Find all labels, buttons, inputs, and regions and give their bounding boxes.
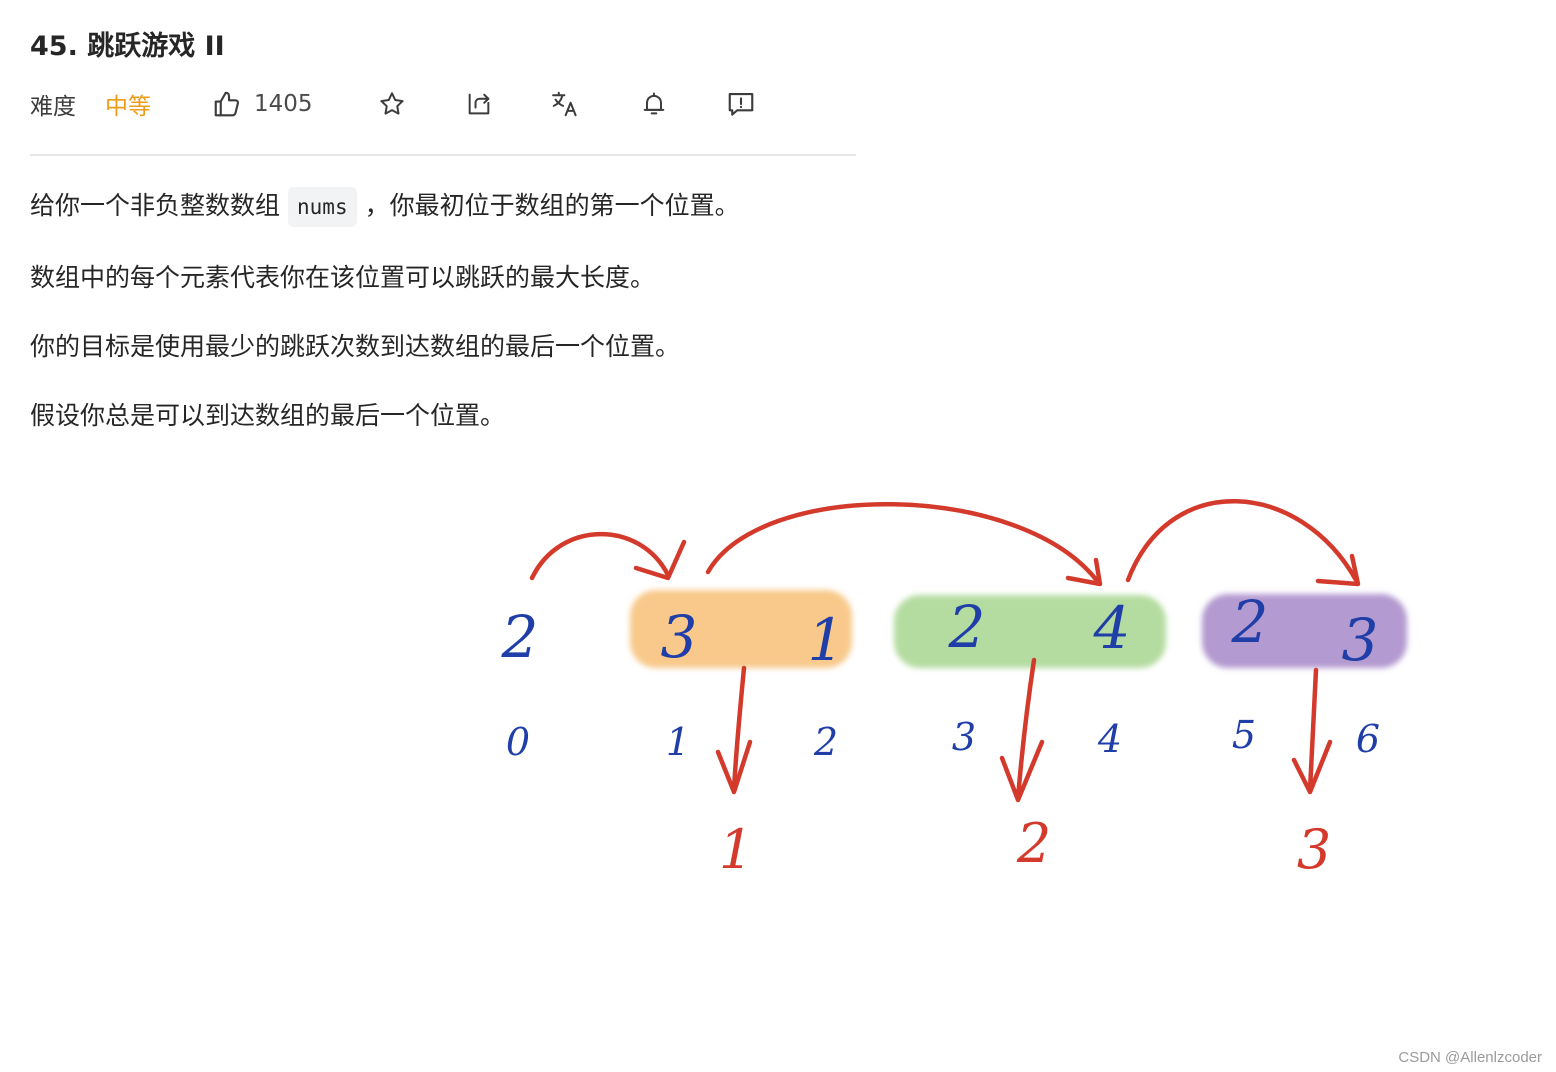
like-button[interactable]: 1405 [212, 84, 313, 124]
description-text: 给你一个非负整数数组 [30, 191, 281, 220]
step-arrow-head [1291, 739, 1333, 795]
step-arrow-2 [1015, 657, 1037, 801]
array-value: 2 [948, 593, 986, 661]
step-arrow-1 [731, 665, 747, 793]
jump-arrow-head [1065, 557, 1103, 587]
array-value: 2 [1231, 588, 1269, 656]
group-highlight-jump-3 [1202, 594, 1407, 668]
jump-arrow-4-to-6 [1125, 499, 1359, 583]
inline-code-nums: nums [288, 187, 357, 227]
array-value: 3 [661, 603, 698, 671]
step-count: 3 [1297, 818, 1331, 881]
star-icon[interactable] [378, 84, 406, 124]
step-count: 1 [719, 818, 753, 881]
bell-icon[interactable] [640, 84, 668, 124]
array-value: 1 [808, 606, 845, 674]
difficulty-badge: 中等 [105, 94, 151, 120]
group-highlight-jump-2 [894, 595, 1166, 668]
step-arrow-3 [1307, 667, 1319, 793]
feedback-icon[interactable] [726, 84, 756, 124]
step-arrow-head [999, 739, 1045, 803]
group-highlight-jump-1 [630, 590, 852, 668]
description-paragraph-2: 数组中的每个元素代表你在该位置可以跳跃的最大长度。 [30, 263, 656, 292]
array-index: 2 [813, 720, 838, 764]
jump-arrow-head [1315, 553, 1361, 587]
description-paragraph-3: 你的目标是使用最少的跳跃次数到达数组的最后一个位置。 [30, 332, 681, 361]
problem-meta-bar: 难度 中等 1405 [30, 84, 860, 124]
problem-title: 45. 跳跃游戏 II [30, 31, 225, 62]
difficulty-label: 难度 [30, 94, 76, 120]
array-value: 3 [1342, 606, 1379, 674]
array-value: 4 [1093, 594, 1131, 662]
watermark: CSDN @Allenlzcoder [1398, 1049, 1542, 1066]
thumbs-up-icon [212, 89, 242, 119]
step-arrow-head [715, 739, 753, 795]
array-index: 4 [1097, 717, 1122, 761]
jump-arrow-0-to-1 [529, 531, 671, 581]
share-icon[interactable] [465, 84, 493, 124]
array-value: 2 [501, 603, 539, 671]
array-index: 3 [952, 715, 976, 759]
array-index: 0 [506, 720, 530, 764]
description-text: ，你最初位于数组的第一个位置。 [364, 191, 740, 220]
array-index: 6 [1356, 717, 1380, 761]
translate-icon[interactable] [550, 84, 580, 124]
array-index: 5 [1232, 713, 1256, 757]
divider [30, 154, 856, 156]
like-count: 1405 [254, 91, 313, 117]
step-count: 2 [1016, 812, 1051, 875]
array-index: 1 [666, 720, 690, 764]
jump-arrow-1-to-4 [705, 501, 1101, 585]
jump-arrow-head [633, 539, 687, 581]
description-paragraph-4: 假设你总是可以到达数组的最后一个位置。 [30, 401, 506, 430]
